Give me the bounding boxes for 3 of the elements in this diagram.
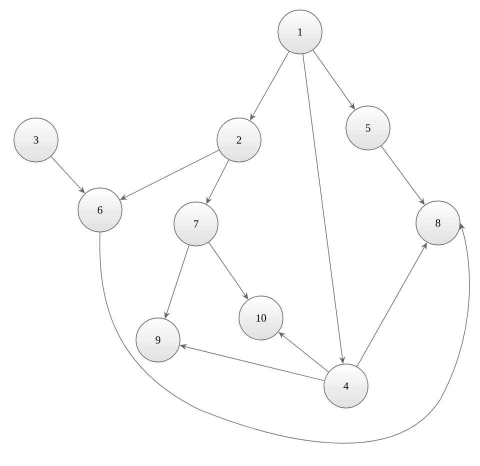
arrow: [50, 156, 85, 194]
arrow: [99, 223, 470, 444]
arrow: [380, 146, 425, 205]
